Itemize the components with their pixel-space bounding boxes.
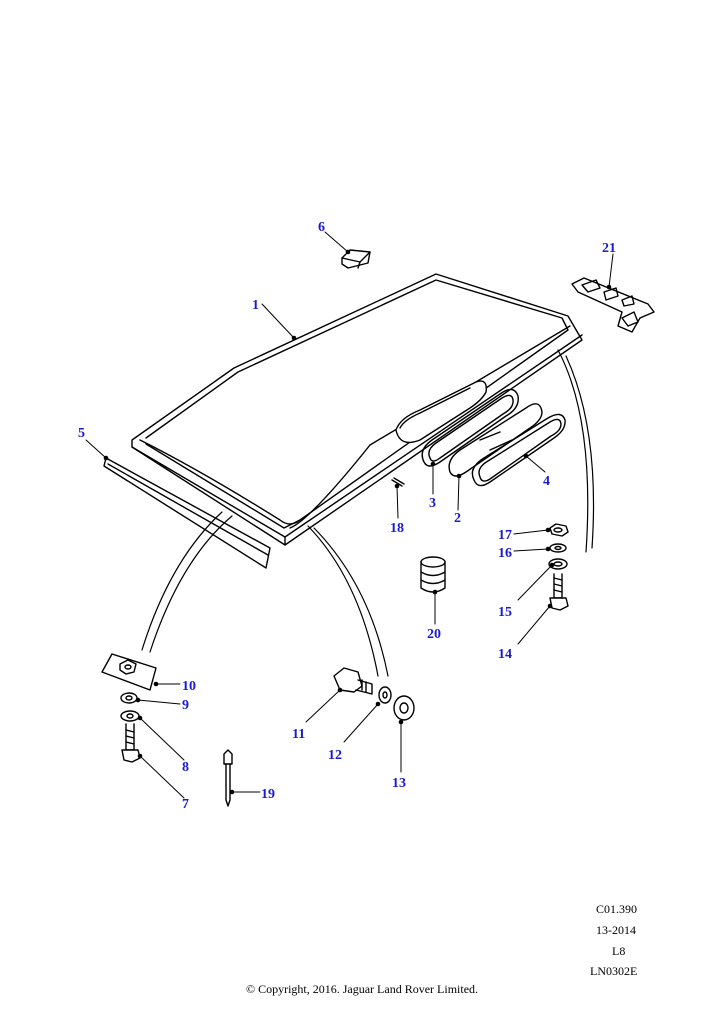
ref-code: C01.390 — [596, 902, 638, 916]
callout-8: 8 — [182, 760, 189, 775]
nut-part-17 — [549, 523, 569, 537]
nut-plate-part-10 — [101, 653, 157, 691]
callout-16: 16 — [498, 546, 512, 561]
callout-6: 6 — [318, 220, 325, 235]
date-code: 13-2014 — [596, 923, 636, 937]
level-code: L8 — [612, 944, 626, 958]
callout-labels: 1 2 3 4 5 6 7 8 9 10 11 12 13 14 15 16 1… — [78, 220, 616, 812]
roof-panel-part-1 — [131, 273, 583, 546]
callout-13: 13 — [392, 776, 406, 791]
rivet-part-19 — [223, 749, 233, 807]
pin-part-18 — [391, 477, 405, 487]
leader-dots — [103, 249, 612, 795]
washer-part-8 — [120, 710, 140, 722]
leader-lines — [85, 231, 614, 799]
washer-part-9 — [120, 692, 138, 704]
callout-10: 10 — [182, 679, 196, 694]
callout-1: 1 — [252, 298, 259, 313]
callout-15: 15 — [498, 605, 512, 620]
callout-2: 2 — [454, 511, 461, 526]
washer-part-12 — [378, 686, 392, 704]
drawing-number: LN0302E — [590, 964, 638, 978]
callout-20: 20 — [427, 627, 441, 642]
leader-arc-right — [557, 349, 589, 553]
block-part-6 — [341, 249, 371, 269]
copyright-notice: © Copyright, 2016. Jaguar Land Rover Lim… — [245, 982, 479, 996]
bolt-part-7 — [121, 723, 141, 763]
callout-12: 12 — [328, 748, 342, 763]
leader-arc-right-2 — [565, 355, 595, 549]
callout-7: 7 — [182, 797, 189, 812]
bolt-part-14 — [549, 573, 569, 611]
callout-18: 18 — [390, 521, 404, 536]
leader-arc-left — [141, 511, 223, 651]
callout-19: 19 — [261, 787, 275, 802]
window-seal-part-4 — [471, 413, 566, 487]
callout-14: 14 — [498, 647, 512, 662]
bracket-part-21 — [571, 277, 655, 333]
callout-21: 21 — [602, 241, 616, 256]
callout-4: 4 — [543, 474, 550, 489]
leader-arc-left-2 — [149, 515, 233, 653]
callout-9: 9 — [182, 698, 189, 713]
leader-arc-middle — [307, 525, 379, 677]
callout-3: 3 — [429, 496, 436, 511]
washer-part-16 — [549, 543, 567, 553]
washer-part-13 — [393, 695, 415, 721]
callout-11: 11 — [292, 727, 305, 742]
callout-17: 17 — [498, 528, 512, 543]
leader-arc-middle-2 — [313, 527, 389, 677]
callout-5: 5 — [78, 426, 85, 441]
rubber-mount-part-20 — [420, 556, 446, 593]
